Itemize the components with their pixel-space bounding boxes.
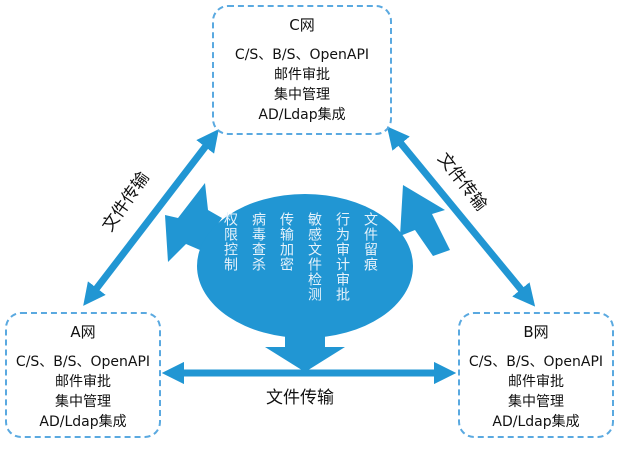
node-a-title: A网: [70, 323, 96, 341]
node-c-line: 邮件审批: [274, 67, 330, 83]
feature-2: 行为审计审批: [334, 212, 350, 302]
node-c-line: 集中管理: [274, 87, 330, 103]
node-c-line: C/S、B/S、OpenAPI: [234, 47, 370, 63]
feature-4: 传输加密: [278, 212, 294, 272]
node-b-title: B网: [523, 323, 549, 341]
block-arrow-up-left: [165, 183, 222, 262]
arrow-c-b: [386, 126, 536, 307]
feature-1: 文件留痕: [362, 212, 378, 272]
feature-3: 敏感文件检测: [306, 212, 322, 302]
node-b-line: C/S、B/S、OpenAPI: [468, 354, 604, 370]
arrow-c-a: [83, 129, 219, 306]
center-ellipse: [197, 194, 413, 338]
feature-5: 病毒查杀: [250, 212, 266, 272]
feature-6: 权限控制: [222, 212, 238, 272]
node-a-line: 集中管理: [55, 394, 111, 410]
node-a-line: C/S、B/S、OpenAPI: [15, 354, 151, 370]
node-a-line: AD/Ldap集成: [39, 414, 127, 430]
node-a: A网 C/S、B/S、OpenAPI 邮件审批 集中管理 AD/Ldap集成: [5, 312, 161, 438]
block-arrow-down: [265, 328, 345, 372]
node-b-line: 集中管理: [508, 394, 564, 410]
node-c-line: AD/Ldap集成: [258, 107, 346, 123]
edge-label-a-b: 文件传输: [266, 388, 334, 408]
block-arrow-up-right: [400, 185, 450, 256]
node-b: B网 C/S、B/S、OpenAPI 邮件审批 集中管理 AD/Ldap集成: [458, 312, 614, 438]
node-b-line: 邮件审批: [508, 374, 564, 390]
node-a-line: 邮件审批: [55, 374, 111, 390]
node-b-line: AD/Ldap集成: [492, 414, 580, 430]
node-c-title: C网: [289, 16, 315, 34]
node-c: C网 C/S、B/S、OpenAPI 邮件审批 集中管理 AD/Ldap集成: [212, 5, 392, 135]
